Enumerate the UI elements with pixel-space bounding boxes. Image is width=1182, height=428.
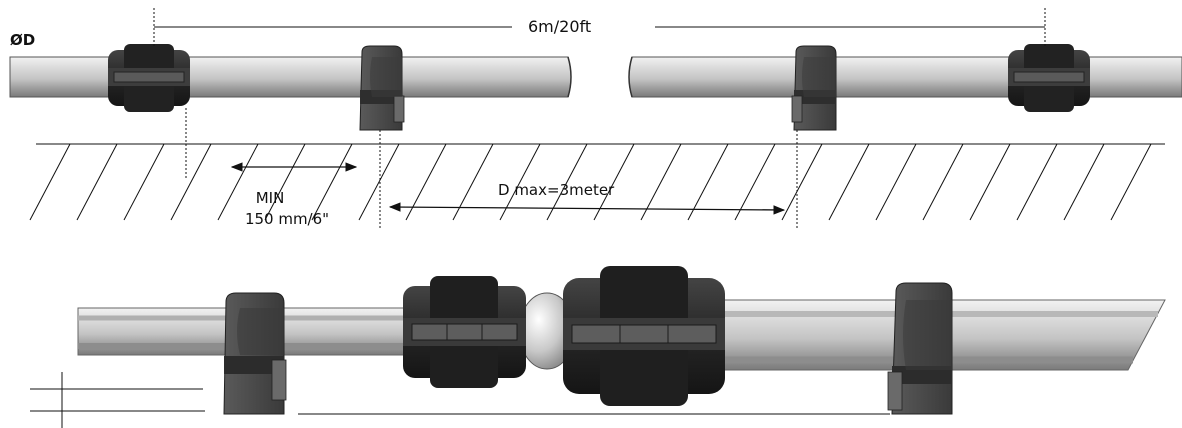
dmax-arrow — [388, 202, 786, 215]
top-pipe-assembly — [9, 44, 1182, 131]
top-left-bracket — [359, 45, 405, 131]
dmax-label: D max=3meter — [498, 181, 615, 199]
bottom-left-bracket — [223, 292, 287, 415]
hatch-line — [922, 143, 964, 221]
hatch-line — [969, 143, 1011, 221]
hatch-line — [29, 143, 71, 221]
bottom-right-bracket — [887, 282, 953, 415]
bottom-right-coupling — [563, 266, 725, 406]
top-left-coupling — [108, 44, 190, 112]
hatch-line — [781, 143, 823, 221]
hatch-line — [875, 143, 917, 221]
diameter-label: ØD — [10, 31, 35, 49]
hatch-line — [217, 143, 259, 221]
length-dimension — [153, 8, 1046, 48]
bottom-ground-lines — [30, 372, 890, 428]
hatch-line — [405, 143, 447, 221]
top-right-coupling — [1008, 44, 1090, 112]
hatch-line — [1016, 143, 1058, 221]
hatch-line — [311, 143, 353, 221]
hatch-line — [76, 143, 118, 221]
top-left-pipe — [9, 56, 572, 98]
pipe-length-label: 6m/20ft — [528, 17, 591, 36]
hatch-line — [828, 143, 870, 221]
hatch-line — [452, 143, 494, 221]
hatch-line — [123, 143, 165, 221]
min-label: MIN — [256, 189, 285, 207]
hatch-line — [358, 143, 400, 221]
hatch-line — [734, 143, 776, 221]
hatch-line — [1110, 143, 1152, 221]
min-value-label: 150 mm/6" — [245, 210, 329, 228]
bottom-detail-assembly — [30, 266, 1166, 428]
hatch-line — [687, 143, 729, 221]
top-right-bracket — [791, 45, 837, 131]
reference-lines — [185, 108, 798, 230]
hatch-line — [264, 143, 306, 221]
bottom-left-coupling — [403, 276, 526, 388]
top-right-pipe — [628, 56, 1182, 98]
hatch-line — [1063, 143, 1105, 221]
hatch-line — [170, 143, 212, 221]
